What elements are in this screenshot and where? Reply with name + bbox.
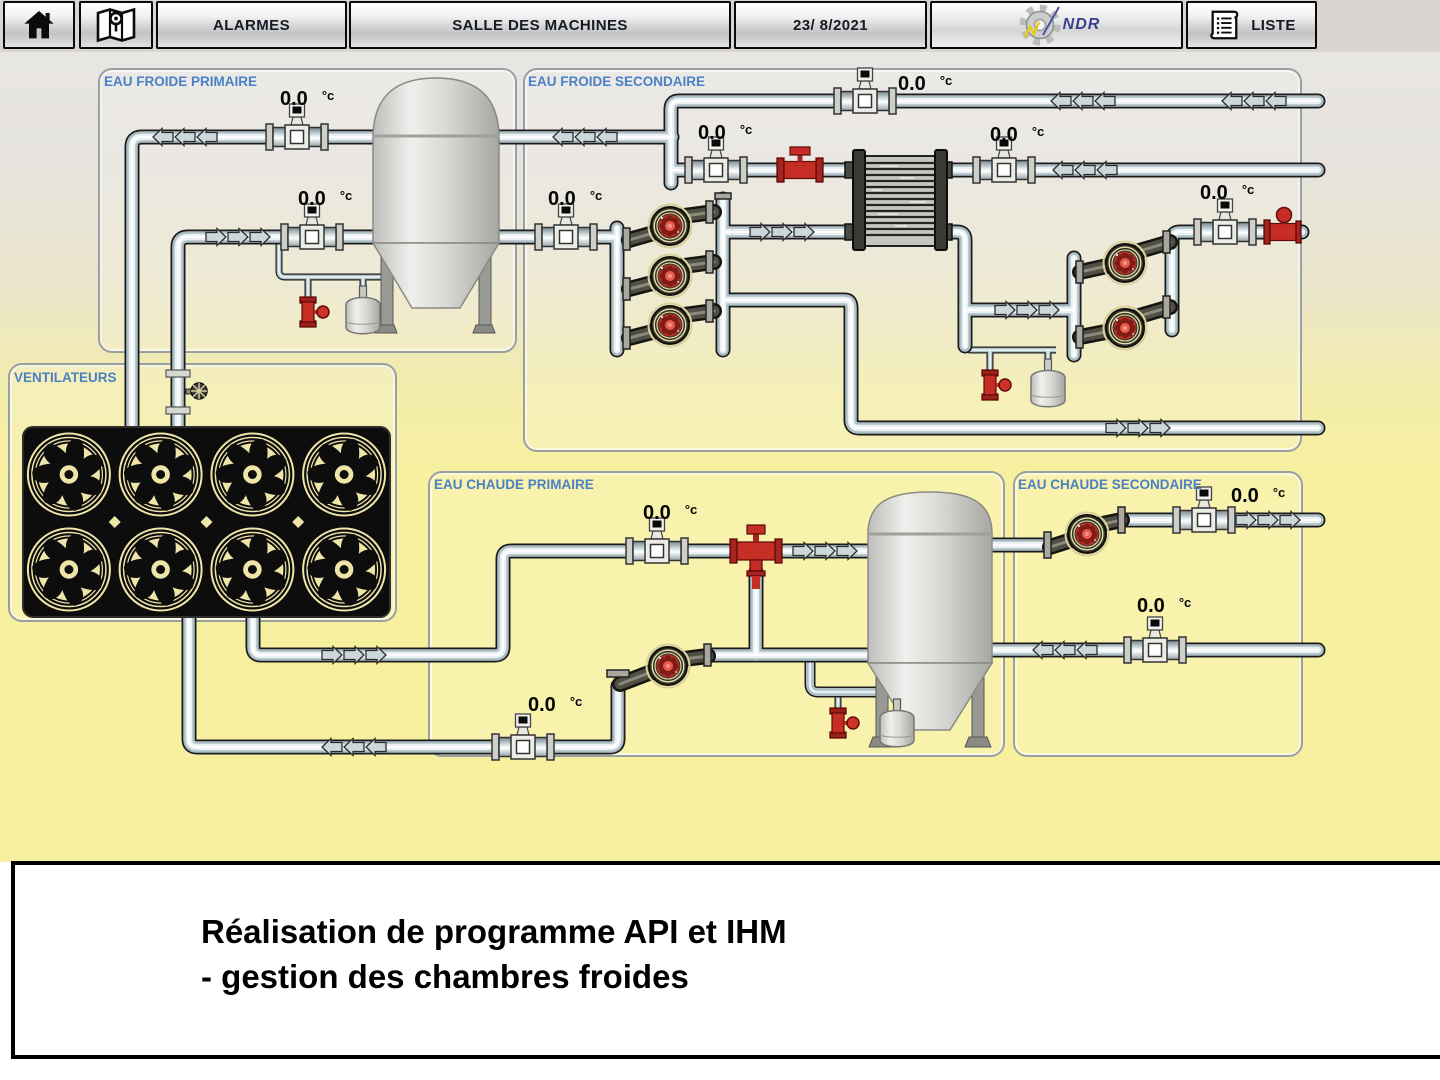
panel-title-ecp: EAU CHAUDE PRIMAIRE: [434, 477, 594, 492]
hot-water-tank: [866, 491, 994, 748]
date-display: 23/ 8/2021: [734, 1, 927, 49]
temperature-sensor-ecp-return: [491, 713, 555, 761]
pump-ecs[interactable]: [1064, 511, 1110, 557]
pump-efs-3[interactable]: [647, 302, 693, 348]
pump-efs-1[interactable]: [647, 203, 693, 249]
temperature-sensor-efs-top: [833, 67, 897, 115]
fan-1[interactable]: [26, 432, 112, 518]
logo-button[interactable]: NDR: [930, 1, 1183, 49]
temp-value-efs-top: 0.0°c: [898, 73, 953, 95]
map-button[interactable]: [79, 1, 153, 49]
expansion-tank-efs: [1030, 358, 1066, 408]
panel-title-efp: EAU FROIDE PRIMAIRE: [104, 74, 258, 89]
end-valve-efs[interactable]: [1263, 206, 1302, 245]
three-way-valve-ecp[interactable]: [729, 524, 783, 590]
temp-value-efp-return: 0.0°c: [280, 88, 335, 110]
home-icon: [24, 11, 54, 39]
fan-3[interactable]: [209, 432, 295, 518]
alarms-button[interactable]: ALARMES: [156, 1, 347, 49]
fan-bank[interactable]: [22, 426, 391, 618]
home-button[interactable]: [3, 1, 75, 49]
motor-valve-efs[interactable]: [776, 146, 824, 183]
liste-button[interactable]: LISTE: [1186, 1, 1317, 49]
flange-bars: [606, 192, 1171, 678]
liste-button-label: LISTE: [1251, 16, 1296, 34]
temperature-sensor-ecs-return: [1123, 616, 1187, 664]
mid-pipes: [804, 649, 940, 698]
fan-7[interactable]: [209, 527, 295, 613]
fan-5[interactable]: [26, 527, 112, 613]
drain-valve-ecp[interactable]: [829, 707, 860, 739]
map-location-icon: [96, 7, 136, 43]
temp-value-efs-exchanger-in: 0.0°c: [698, 122, 753, 144]
date-text: 23/ 8/2021: [793, 16, 868, 34]
fan-6[interactable]: [118, 527, 204, 613]
pump-efs-4[interactable]: [1102, 240, 1148, 286]
temp-value-efp-supply: 0.0°c: [298, 188, 353, 210]
plate-heat-exchanger: [844, 149, 953, 251]
machine-room-button[interactable]: SALLE DES MACHINES: [349, 1, 731, 49]
gear-logo-icon: [1019, 4, 1061, 46]
drain-valve-efp[interactable]: [299, 296, 330, 328]
pump-efs-5[interactable]: [1102, 305, 1148, 351]
list-icon: [1210, 10, 1239, 40]
drain-valve-efs[interactable]: [981, 369, 1012, 401]
temp-value-efs-exchanger-out: 0.0°c: [990, 124, 1045, 146]
fan-8[interactable]: [301, 527, 387, 613]
caption-box: Réalisation de programme API et IHM - ge…: [11, 861, 1440, 1059]
temp-value-ecp-supply: 0.0°c: [643, 502, 698, 524]
cold-water-tank: [371, 77, 501, 334]
temp-value-ecp-return: 0.0°c: [528, 694, 583, 716]
temperature-sensor-ecs-supply: [1172, 486, 1236, 534]
fan-2[interactable]: [118, 432, 204, 518]
caption-line-1: Réalisation de programme API et IHM: [201, 913, 787, 950]
temp-value-efs-secondary: 0.0°c: [1200, 182, 1255, 204]
panel-title-vent: VENTILATEURS: [14, 370, 117, 385]
machine-room-label: SALLE DES MACHINES: [452, 16, 628, 34]
pump-ecp[interactable]: [645, 643, 691, 689]
flow-gauge[interactable]: [165, 369, 208, 415]
temperature-sensor-efs-secondary: [1193, 198, 1257, 246]
caption-line-2: - gestion des chambres froides: [201, 958, 689, 995]
top-toolbar: ALARMES SALLE DES MACHINES 23/ 8/2021 ND…: [0, 0, 1440, 52]
fan-4[interactable]: [301, 432, 387, 518]
temp-value-ecs-supply: 0.0°c: [1231, 485, 1286, 507]
temp-value-ecs-return: 0.0°c: [1137, 595, 1192, 617]
temp-value-efs-supply: 0.0°c: [548, 188, 603, 210]
alarms-button-label: ALARMES: [213, 16, 290, 34]
panel-title-ecs: EAU CHAUDE SECONDAIRE: [1018, 477, 1202, 492]
panel-title-efs: EAU FROIDE SECONDAIRE: [528, 74, 706, 89]
pump-efs-2[interactable]: [647, 253, 693, 299]
caption-text: Réalisation de programme API et IHM - ge…: [201, 909, 787, 999]
expansion-tank-efp: [345, 285, 381, 335]
logo-text: NDR: [1062, 16, 1101, 33]
